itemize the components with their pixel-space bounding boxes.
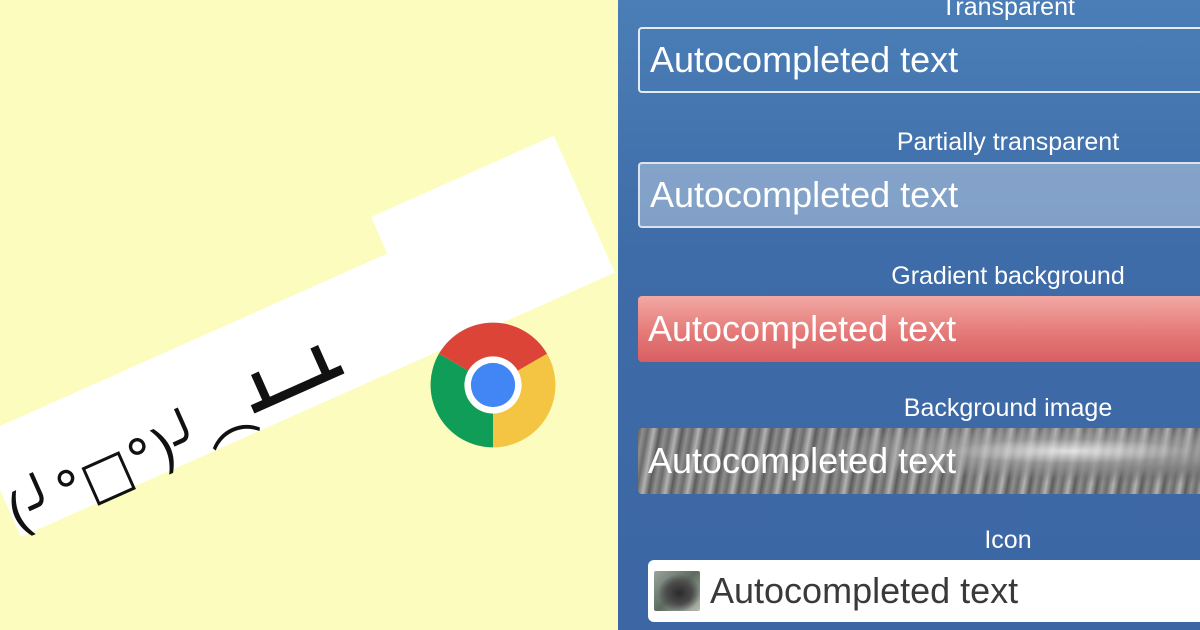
partially-transparent-input[interactable] xyxy=(638,162,1200,228)
background-image-input[interactable] xyxy=(638,428,1200,494)
chrome-center xyxy=(470,362,516,408)
gradient-background-input[interactable] xyxy=(638,296,1200,362)
label-background-image: Background image xyxy=(903,394,1113,422)
label-transparent: Transparent xyxy=(941,0,1075,21)
label-icon: Icon xyxy=(984,526,1032,554)
chrome-logo-icon xyxy=(430,322,556,448)
autocomplete-demo-panel: Transparent Partially transparent Gradie… xyxy=(618,0,1200,630)
transparent-input[interactable] xyxy=(638,27,1200,93)
bear-thumbnail-icon xyxy=(654,571,700,611)
label-gradient-background: Gradient background xyxy=(891,262,1125,290)
icon-input[interactable] xyxy=(648,560,1200,622)
label-partially-transparent: Partially transparent xyxy=(896,128,1120,156)
decorative-background: (╯°□°)╯︵┻━┻ xyxy=(0,135,615,547)
